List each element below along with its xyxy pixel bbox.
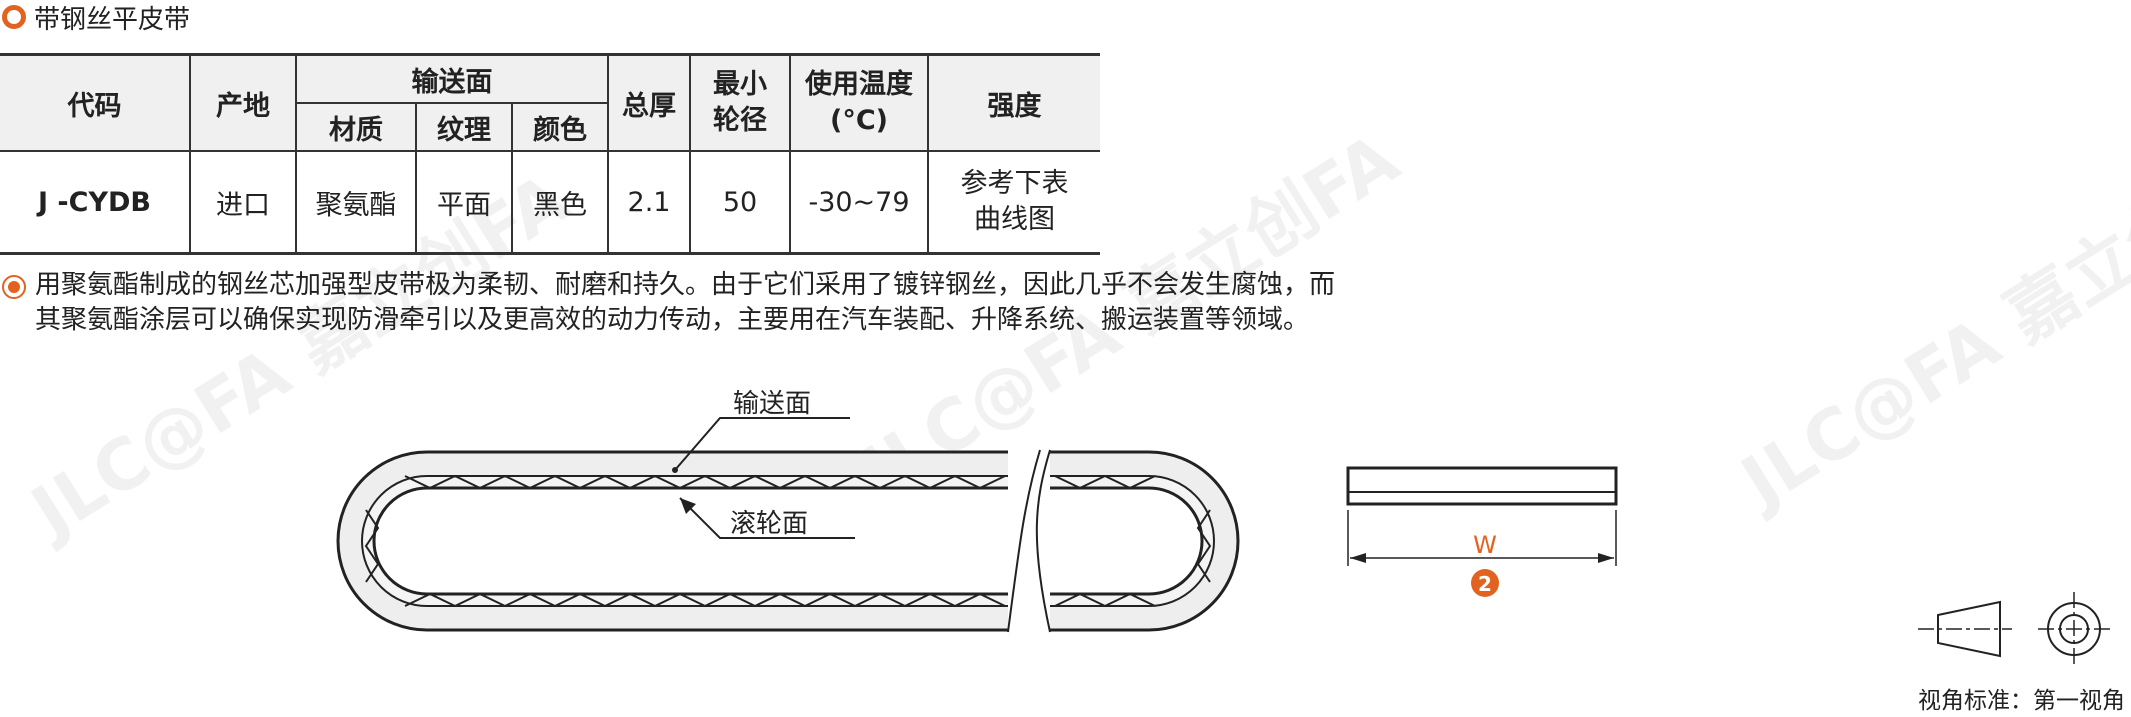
section-title: 带钢丝平皮带 bbox=[34, 4, 191, 35]
header-origin: 产地 bbox=[189, 53, 297, 152]
cell-color: 黑色 bbox=[511, 150, 609, 255]
bullet-icon bbox=[2, 275, 26, 299]
width-marker-number: 2 bbox=[1478, 572, 1492, 596]
belt-cross-section bbox=[1346, 466, 1618, 506]
spec-table: 代码 产地 输送面 总厚 最小轮径 使用温度(°C) 强度 材质 纹理 颜色 J… bbox=[0, 53, 1100, 255]
first-angle-projection-icon bbox=[1918, 592, 2110, 668]
header-strength: 强度 bbox=[927, 53, 1100, 152]
description-text: 用聚氨酯制成的钢丝芯加强型皮带极为柔韧、耐磨和持久。由于它们采用了镀锌钢丝，因此… bbox=[35, 270, 1336, 335]
header-conveying-surface: 输送面 bbox=[295, 53, 609, 104]
header-code: 代码 bbox=[0, 53, 191, 152]
label-pulley-surface: 滚轮面 bbox=[730, 509, 808, 539]
header-thickness: 总厚 bbox=[607, 53, 691, 152]
section-heading: 带钢丝平皮带 bbox=[0, 0, 191, 35]
cell-origin: 进口 bbox=[189, 150, 297, 255]
label-conveying-surface: 输送面 bbox=[733, 389, 811, 419]
cell-thickness: 2.1 bbox=[607, 150, 691, 255]
header-texture: 纹理 bbox=[415, 102, 513, 152]
header-temperature-text: 使用温度(°C) bbox=[805, 69, 913, 136]
description: 用聚氨酯制成的钢丝芯加强型皮带极为柔韧、耐磨和持久。由于它们采用了镀锌钢丝，因此… bbox=[0, 268, 1380, 338]
callout-marker-icon bbox=[1471, 569, 1499, 597]
cell-code: J -CYDB bbox=[0, 150, 191, 255]
label-width: W bbox=[1473, 531, 1497, 559]
cell-strength: 参考下表曲线图 bbox=[927, 150, 1100, 255]
header-min-pulley: 最小轮径 bbox=[689, 53, 791, 152]
circle-icon bbox=[2, 5, 26, 29]
table-row: J -CYDB 进口 聚氨酯 平面 黑色 2.1 50 -30~79 参考下表曲… bbox=[0, 150, 1100, 255]
header-min-pulley-text: 最小轮径 bbox=[713, 69, 767, 136]
header-color: 颜色 bbox=[511, 102, 608, 152]
header-temperature: 使用温度(°C) bbox=[789, 53, 929, 152]
cell-strength-text: 参考下表曲线图 bbox=[960, 168, 1069, 235]
cell-material: 聚氨酯 bbox=[295, 150, 417, 255]
header-material: 材质 bbox=[296, 102, 417, 152]
cell-temperature: -30~79 bbox=[789, 150, 929, 255]
projection-caption: 视角标准：第一视角 bbox=[1918, 688, 2125, 714]
cell-texture: 平面 bbox=[415, 150, 513, 255]
cell-min-pulley: 50 bbox=[689, 150, 791, 255]
